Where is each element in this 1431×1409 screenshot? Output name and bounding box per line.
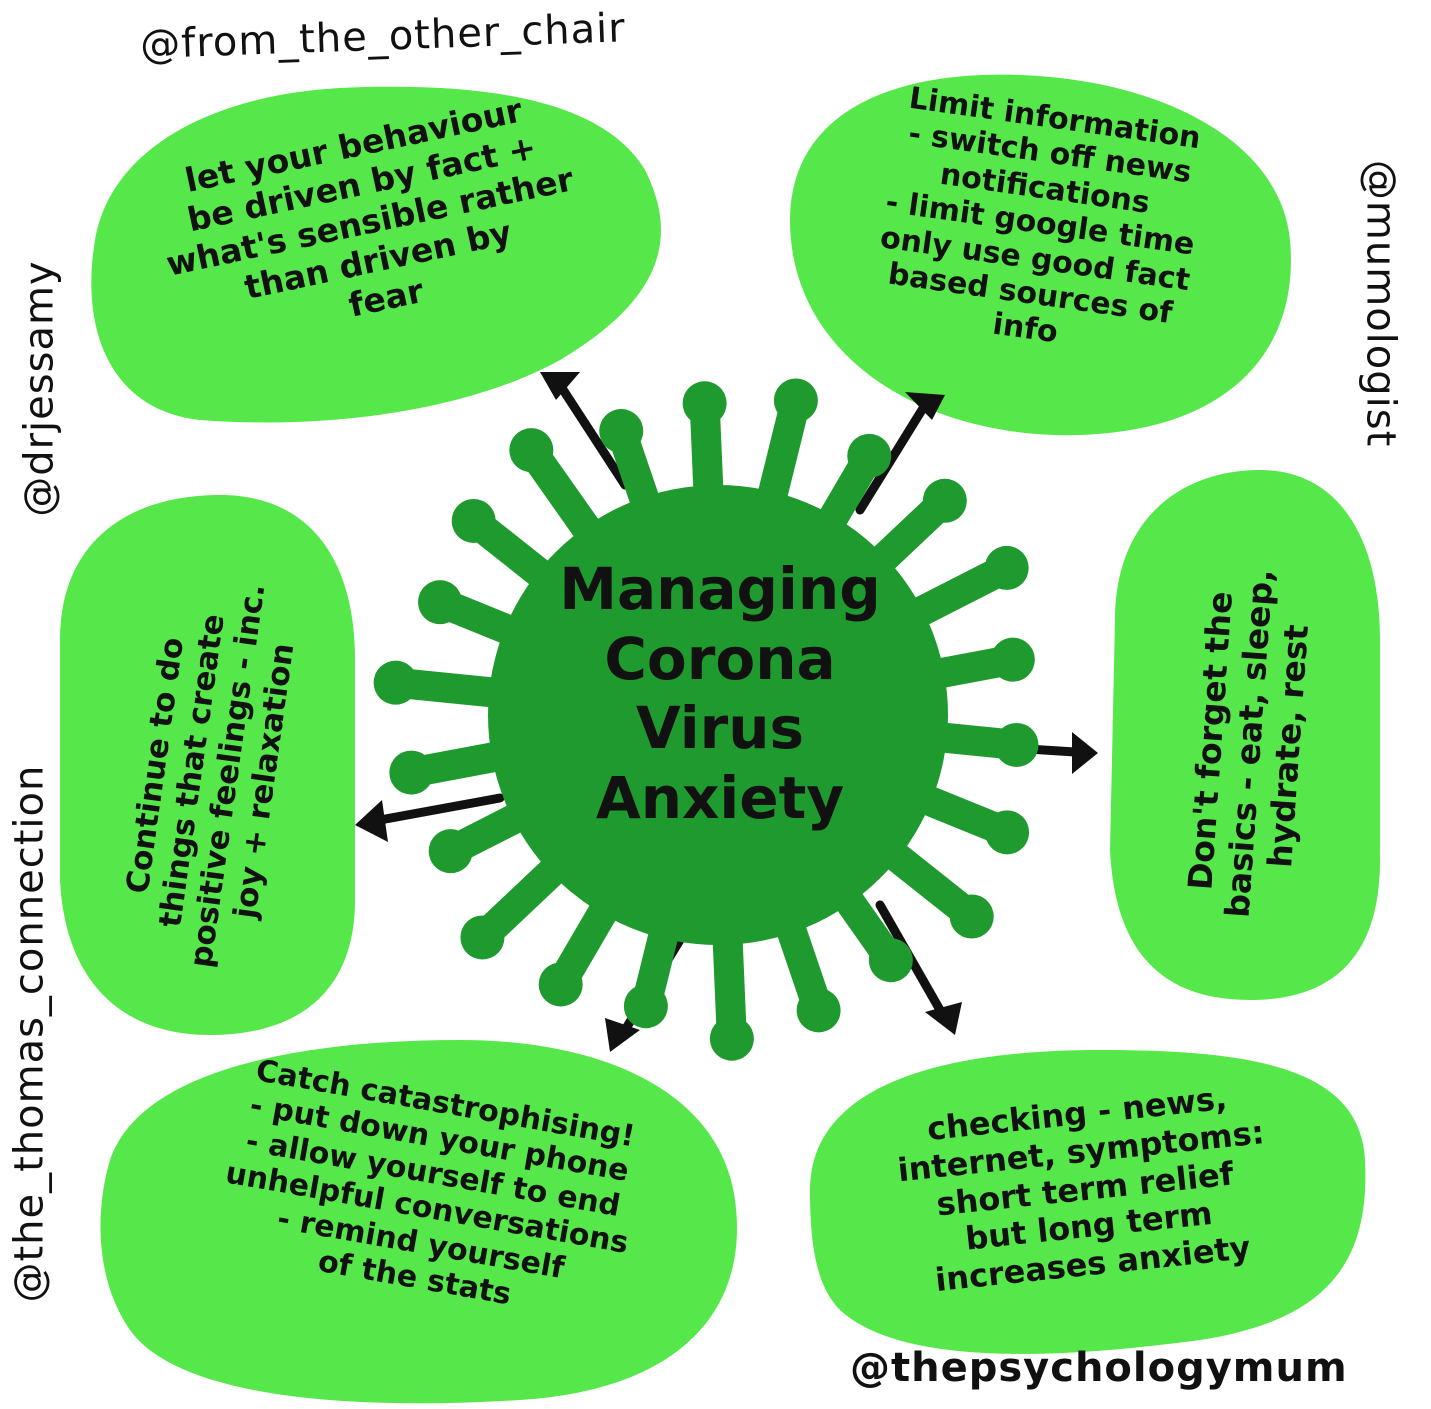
virus-spike-tip — [451, 498, 496, 543]
virus-spike-tip — [847, 433, 892, 478]
arrow-top-left-head — [540, 372, 580, 400]
virus-icon — [373, 378, 1039, 1061]
handle-left-lower: @the_thomas_connection — [6, 764, 53, 1303]
virus-spike-tip — [623, 984, 668, 1029]
arrow-top-right-head — [905, 392, 945, 420]
bubble-left-shape — [60, 495, 355, 1035]
virus-spike-tip — [985, 810, 1030, 855]
center-title: Managing Corona Virus Anxiety — [559, 555, 881, 832]
virus-spike-tip — [922, 478, 967, 523]
handle-bottom: @thepsychologymum — [850, 1345, 1348, 1391]
virus-spike-tip — [984, 545, 1029, 590]
virus-spike-tip — [994, 722, 1039, 767]
bubble-right-shape — [1110, 470, 1380, 1000]
arrow-top-left — [555, 380, 630, 490]
arrow-right-head — [1072, 732, 1098, 774]
virus-spike-tip — [599, 409, 644, 454]
virus-spike-tip — [460, 915, 505, 960]
bubble-bottom-right-shape — [810, 1050, 1366, 1354]
handle-left-upper: @drjessamy — [16, 260, 63, 517]
arrow-top-right — [855, 400, 930, 515]
virus-spike-tip — [428, 829, 473, 874]
virus-spike-tip — [682, 381, 727, 426]
virus-spike-tip — [538, 962, 583, 1007]
virus-spike-tip — [418, 580, 463, 625]
bubble-top-right-shape — [790, 74, 1291, 436]
virus-spike-tip — [509, 428, 554, 473]
bubble-top-left-shape — [91, 86, 661, 423]
virus-spike-tip — [709, 1016, 754, 1061]
handle-right-upper: @mumologist — [1357, 159, 1404, 448]
virus-spike-tip — [773, 378, 818, 423]
arrow-bottom-left-head — [605, 1018, 640, 1052]
arrow-left — [375, 793, 505, 825]
virus-spike-tip — [389, 750, 434, 795]
arrow-bottom-right-head — [925, 1002, 962, 1035]
virus-body — [488, 485, 948, 945]
bubble-bottom-left-shape — [100, 1040, 737, 1404]
arrow-left-head — [355, 800, 388, 842]
virus-spike-tip — [949, 894, 994, 939]
virus-spike-tip — [373, 660, 418, 705]
virus-spike-tip — [868, 938, 913, 983]
arrows — [355, 372, 1098, 1052]
virus-spike-tip — [796, 988, 841, 1033]
virus-spike-tip — [990, 637, 1035, 682]
